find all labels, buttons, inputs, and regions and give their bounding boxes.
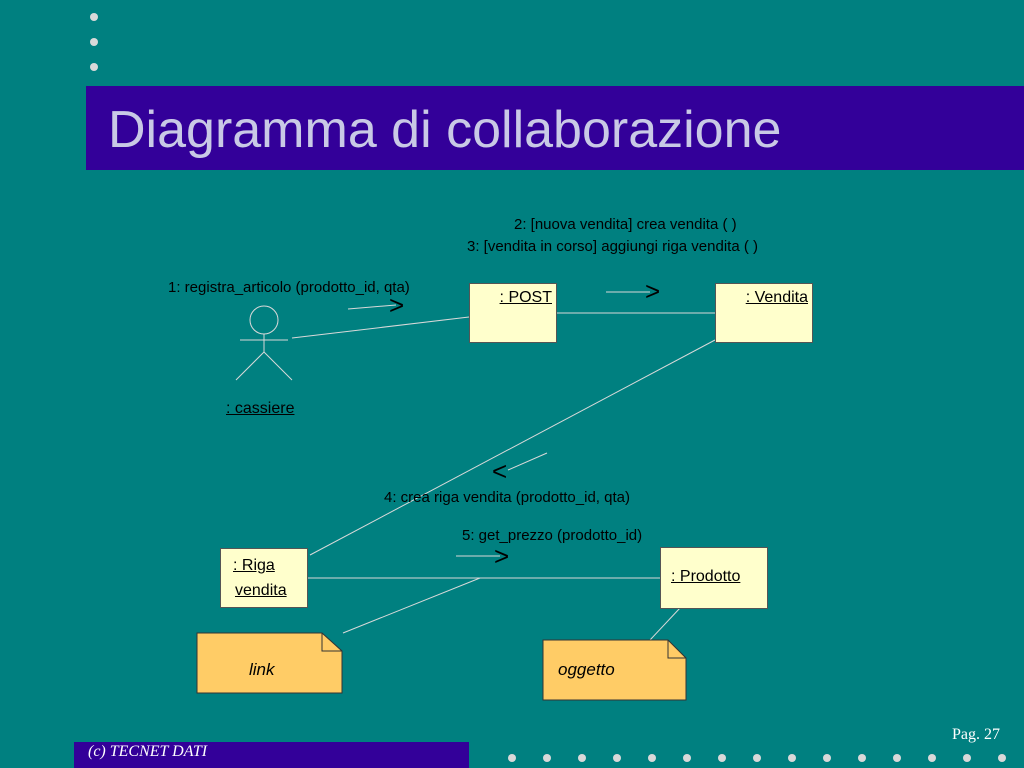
- decor-dot: [893, 754, 901, 762]
- decor-dot: [90, 13, 98, 21]
- link-actor-post: [291, 316, 470, 339]
- object-post: : POST: [469, 283, 557, 343]
- note-oggetto-text: oggetto: [558, 660, 615, 679]
- object-vendita-label: : Vendita: [745, 289, 808, 306]
- arrowhead-right-icon: >: [494, 541, 510, 571]
- message-4: 4: crea riga vendita (prodotto_id, qta): [384, 489, 630, 506]
- decor-dot: [90, 38, 98, 46]
- object-riga-label-line2: vendita: [235, 582, 287, 599]
- note-link-connector: [342, 577, 481, 634]
- decor-dot: [963, 754, 971, 762]
- message-5: 5: get_prezzo (prodotto_id): [462, 527, 643, 544]
- decor-dot: [928, 754, 936, 762]
- footer-band: [74, 742, 469, 768]
- decor-dot: [578, 754, 586, 762]
- note-oggetto-connector: [649, 607, 681, 641]
- note-link-shape: [196, 632, 343, 694]
- footer-copyright: (c) TECNET DATI: [88, 743, 208, 760]
- actor-figure: [235, 305, 293, 381]
- object-prodotto: : Prodotto: [660, 547, 768, 609]
- message-2: 2: [nuova vendita] crea vendita ( ): [514, 216, 737, 233]
- object-riga-vendita: : Riga vendita: [220, 548, 308, 608]
- message-3: 3: [vendita in corso] aggiungi riga vend…: [467, 238, 758, 255]
- note-link-text: link: [249, 660, 275, 679]
- decor-dot: [543, 754, 551, 762]
- decor-dot: [998, 754, 1006, 762]
- decor-dot: [753, 754, 761, 762]
- decor-dot: [823, 754, 831, 762]
- message-1: 1: registra_articolo (prodotto_id, qta): [168, 279, 410, 296]
- arrowhead-right-icon: >: [645, 276, 661, 306]
- note-oggetto-shape: [542, 639, 687, 701]
- decor-dot: [508, 754, 516, 762]
- object-riga-label-line1: : Riga: [233, 557, 275, 574]
- arrowhead-left-icon: <: [492, 456, 508, 486]
- decor-dot: [718, 754, 726, 762]
- title-band: [86, 86, 1024, 170]
- object-prodotto-label: : Prodotto: [671, 568, 741, 585]
- page-number: Pag. 27: [952, 726, 1000, 743]
- decor-dot: [858, 754, 866, 762]
- object-vendita: : Vendita: [715, 283, 813, 343]
- slide-title: Diagramma di collaborazione: [108, 101, 782, 159]
- decor-dot: [648, 754, 656, 762]
- arrowhead-right-icon: >: [389, 290, 405, 320]
- actor-label: : cassiere: [226, 400, 295, 417]
- decor-dot: [683, 754, 691, 762]
- decor-dot: [613, 754, 621, 762]
- object-post-label: : POST: [499, 289, 552, 306]
- decor-dot: [90, 63, 98, 71]
- link-vendita-riga: [309, 339, 716, 556]
- decor-dot: [788, 754, 796, 762]
